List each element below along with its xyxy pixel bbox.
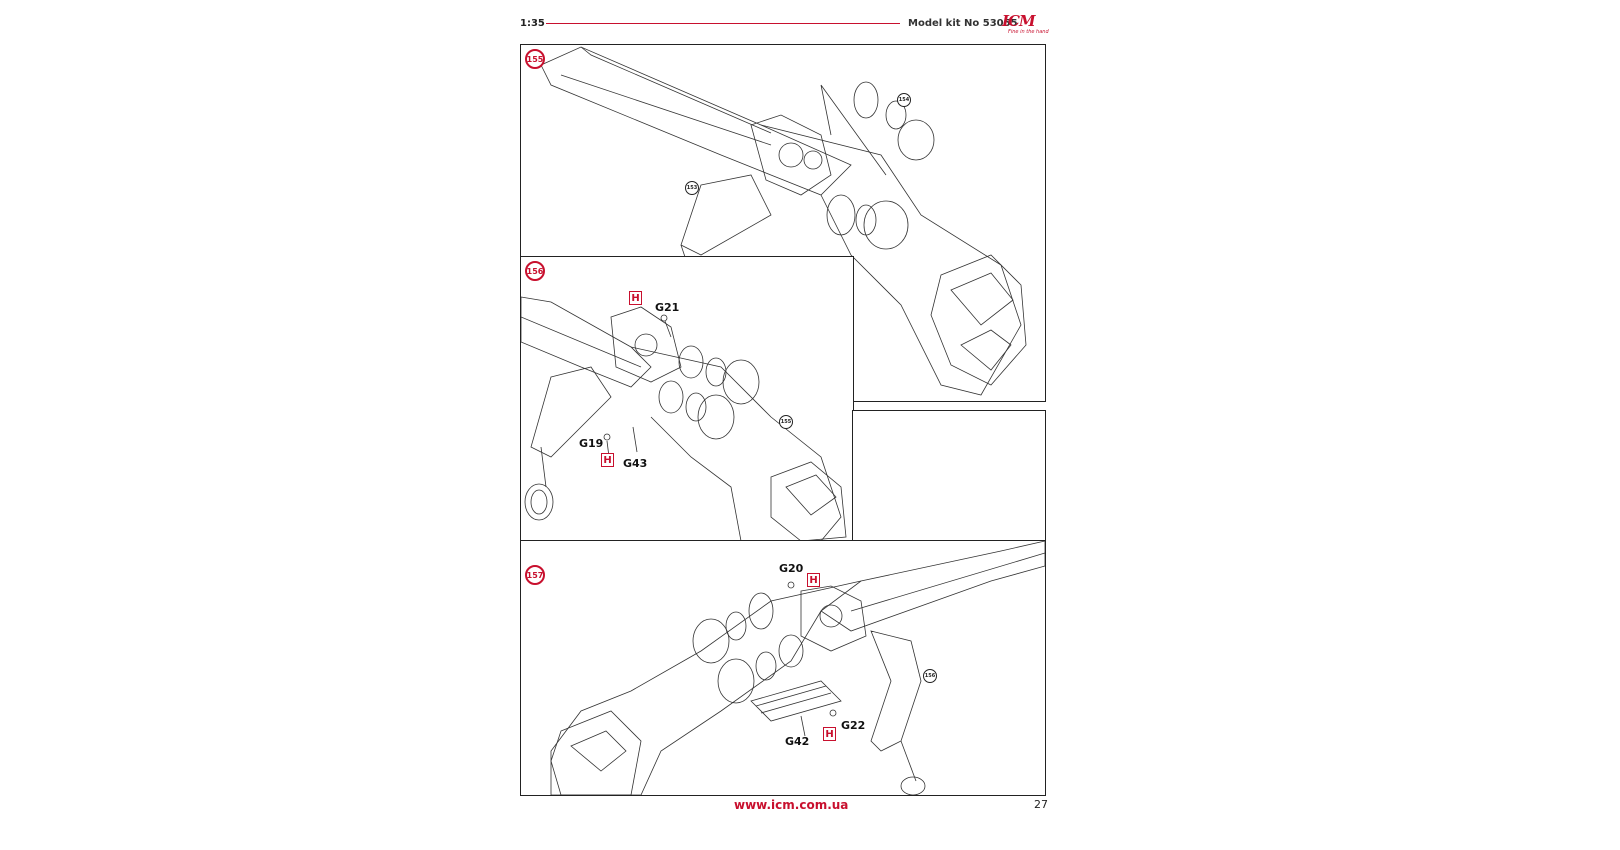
reference-badge: 153 bbox=[685, 181, 699, 195]
scale-label: 1:35 bbox=[520, 18, 545, 29]
kit-number: Model kit No 53055 bbox=[908, 18, 1018, 29]
part-label: G20 bbox=[779, 562, 804, 575]
part-label: G22 bbox=[841, 719, 866, 732]
reference-badge: 156 bbox=[923, 669, 937, 683]
reference-badge: 155 bbox=[779, 415, 793, 429]
page-number: 27 bbox=[1034, 798, 1048, 811]
step-number-badge: 155 bbox=[525, 49, 545, 69]
paint-code-box: H bbox=[629, 291, 642, 305]
blank-panel bbox=[852, 410, 1046, 542]
logo-tagline: Fine in the hand bbox=[1008, 29, 1049, 35]
website-link[interactable]: www.icm.com.ua bbox=[734, 798, 849, 812]
paint-code-box: H bbox=[823, 727, 836, 741]
part-label: G21 bbox=[655, 301, 680, 314]
step-156-drawing bbox=[521, 296, 847, 541]
step-157-panel: 157 156 G20 H G22 H G42 bbox=[520, 540, 1046, 796]
step-number-badge: 156 bbox=[525, 261, 545, 281]
part-label: G42 bbox=[785, 735, 810, 748]
part-label: G43 bbox=[623, 457, 648, 470]
icm-logo: ICM Fine in the hand bbox=[998, 12, 1050, 40]
step-157-drawing bbox=[550, 541, 1045, 795]
reference-badge: 154 bbox=[897, 93, 911, 107]
step-155-drawing bbox=[540, 46, 1027, 396]
paint-code-box: H bbox=[807, 573, 820, 587]
step-number-badge: 157 bbox=[525, 565, 545, 585]
paint-code-box: H bbox=[601, 453, 614, 467]
logo-text: ICM bbox=[1002, 12, 1036, 30]
part-label: G19 bbox=[579, 437, 604, 450]
instruction-page: 1:35 Model kit No 53055 ICM Fine in the … bbox=[520, 0, 1100, 850]
header-rule bbox=[546, 23, 900, 24]
step-156-panel: 156 155 H G21 G19 H G43 bbox=[520, 256, 854, 542]
